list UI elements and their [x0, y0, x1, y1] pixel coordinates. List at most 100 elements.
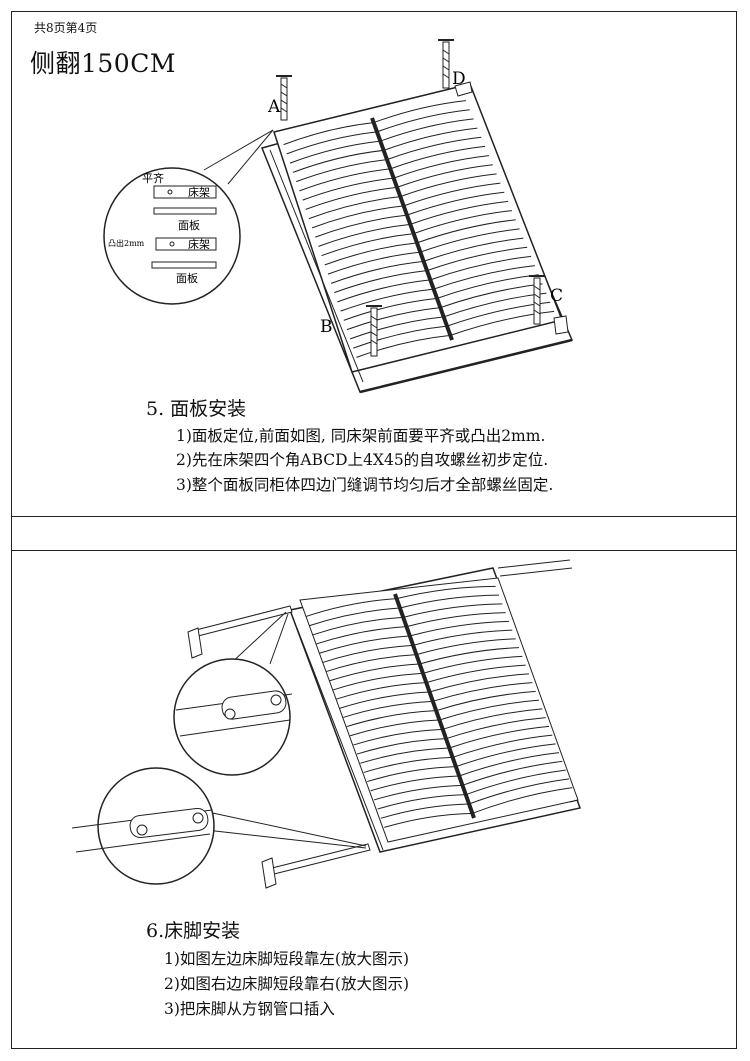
slat [330, 260, 424, 284]
slat [445, 717, 546, 740]
slat [436, 274, 539, 299]
slat [377, 794, 466, 810]
slat [393, 155, 489, 179]
slat [353, 728, 443, 746]
slat [452, 734, 553, 758]
slat [403, 603, 503, 618]
detail-protrude-label: 凸出2mm [108, 238, 145, 248]
slat [406, 612, 506, 628]
bed-slats-lower [305, 585, 573, 828]
corner-label-a: A [267, 97, 281, 117]
slat [433, 265, 535, 290]
slat [472, 787, 573, 814]
slat [334, 270, 428, 294]
section5-heading: 5. 面板安装 [146, 398, 247, 420]
slat [426, 664, 526, 684]
slat [286, 131, 378, 155]
slat [462, 760, 563, 786]
slat [326, 654, 417, 673]
slat [440, 283, 543, 309]
slat [292, 149, 384, 173]
slat [299, 168, 391, 192]
slat [289, 140, 381, 164]
slat [422, 655, 523, 674]
corner-label-b: B [320, 317, 333, 337]
hinge-bracket-bottom [553, 315, 569, 335]
slat [308, 607, 400, 627]
section6-step-1: 1)如图左边床脚短段靠左(放大图示) [164, 950, 410, 968]
detail-magnifier-circle [103, 167, 241, 305]
slat [312, 616, 404, 636]
slat [353, 325, 448, 349]
slat [383, 127, 478, 151]
corner-label-c: C [550, 286, 563, 306]
screw-b [366, 305, 382, 357]
slat [416, 638, 516, 656]
slat [410, 200, 509, 225]
bed-leg-left [187, 605, 293, 659]
slat [403, 182, 501, 207]
slat [327, 251, 421, 275]
slat [426, 246, 528, 272]
slat [442, 708, 543, 730]
slat [406, 191, 505, 216]
slat [373, 100, 466, 124]
hinge-bracket-top [454, 81, 473, 97]
slat [363, 756, 453, 773]
slat [346, 307, 441, 331]
slat [409, 620, 510, 637]
slat [337, 279, 431, 303]
slat [439, 699, 540, 721]
slat [302, 177, 394, 201]
slat [370, 775, 460, 792]
screw-a [276, 75, 292, 121]
slat [343, 297, 438, 321]
slat [322, 644, 414, 663]
slat [429, 673, 530, 693]
slat [356, 334, 451, 358]
detail-panel-label-2: 面板 [176, 271, 198, 285]
slat [380, 118, 474, 142]
slat [339, 691, 430, 709]
slat [396, 585, 496, 600]
slat [349, 316, 444, 340]
section6-step-3: 3)把床脚从方钢管口插入 [164, 1000, 335, 1018]
page-counter: 共8页第4页 [34, 21, 98, 35]
detail-frame-label-1: 床架 [188, 185, 210, 199]
slat [340, 288, 434, 312]
slat [349, 719, 440, 737]
slat [336, 682, 427, 700]
slat [332, 672, 424, 691]
slat [420, 228, 520, 253]
slat [356, 738, 447, 755]
slat [468, 778, 570, 805]
slat [432, 682, 533, 702]
center-rail [370, 117, 454, 341]
detail-flush-label: 平齐 [142, 171, 164, 185]
slat [283, 122, 374, 146]
slat [413, 210, 512, 235]
page-title: 侧翻150CM [30, 49, 176, 78]
bed-leg-right [261, 843, 371, 889]
slat [386, 136, 482, 161]
corner-label-d: D [452, 69, 466, 89]
section-divider-top [11, 516, 737, 517]
slat [376, 109, 470, 133]
screw-d [438, 39, 454, 89]
slat [308, 196, 401, 220]
slat [296, 159, 388, 183]
slat [430, 255, 532, 281]
bed-slats [283, 100, 555, 358]
slat [305, 186, 398, 210]
slat [399, 594, 500, 609]
slat [450, 310, 555, 336]
slat [318, 223, 411, 247]
slat [435, 690, 536, 712]
slat [419, 647, 520, 665]
section-divider-bottom [11, 550, 737, 551]
slat [384, 812, 473, 828]
slat [360, 747, 450, 764]
screw-c [529, 275, 545, 325]
section5-step-3: 3)整个面板同柜体四边门缝调节均匀后才全部螺丝固定. [176, 476, 554, 494]
